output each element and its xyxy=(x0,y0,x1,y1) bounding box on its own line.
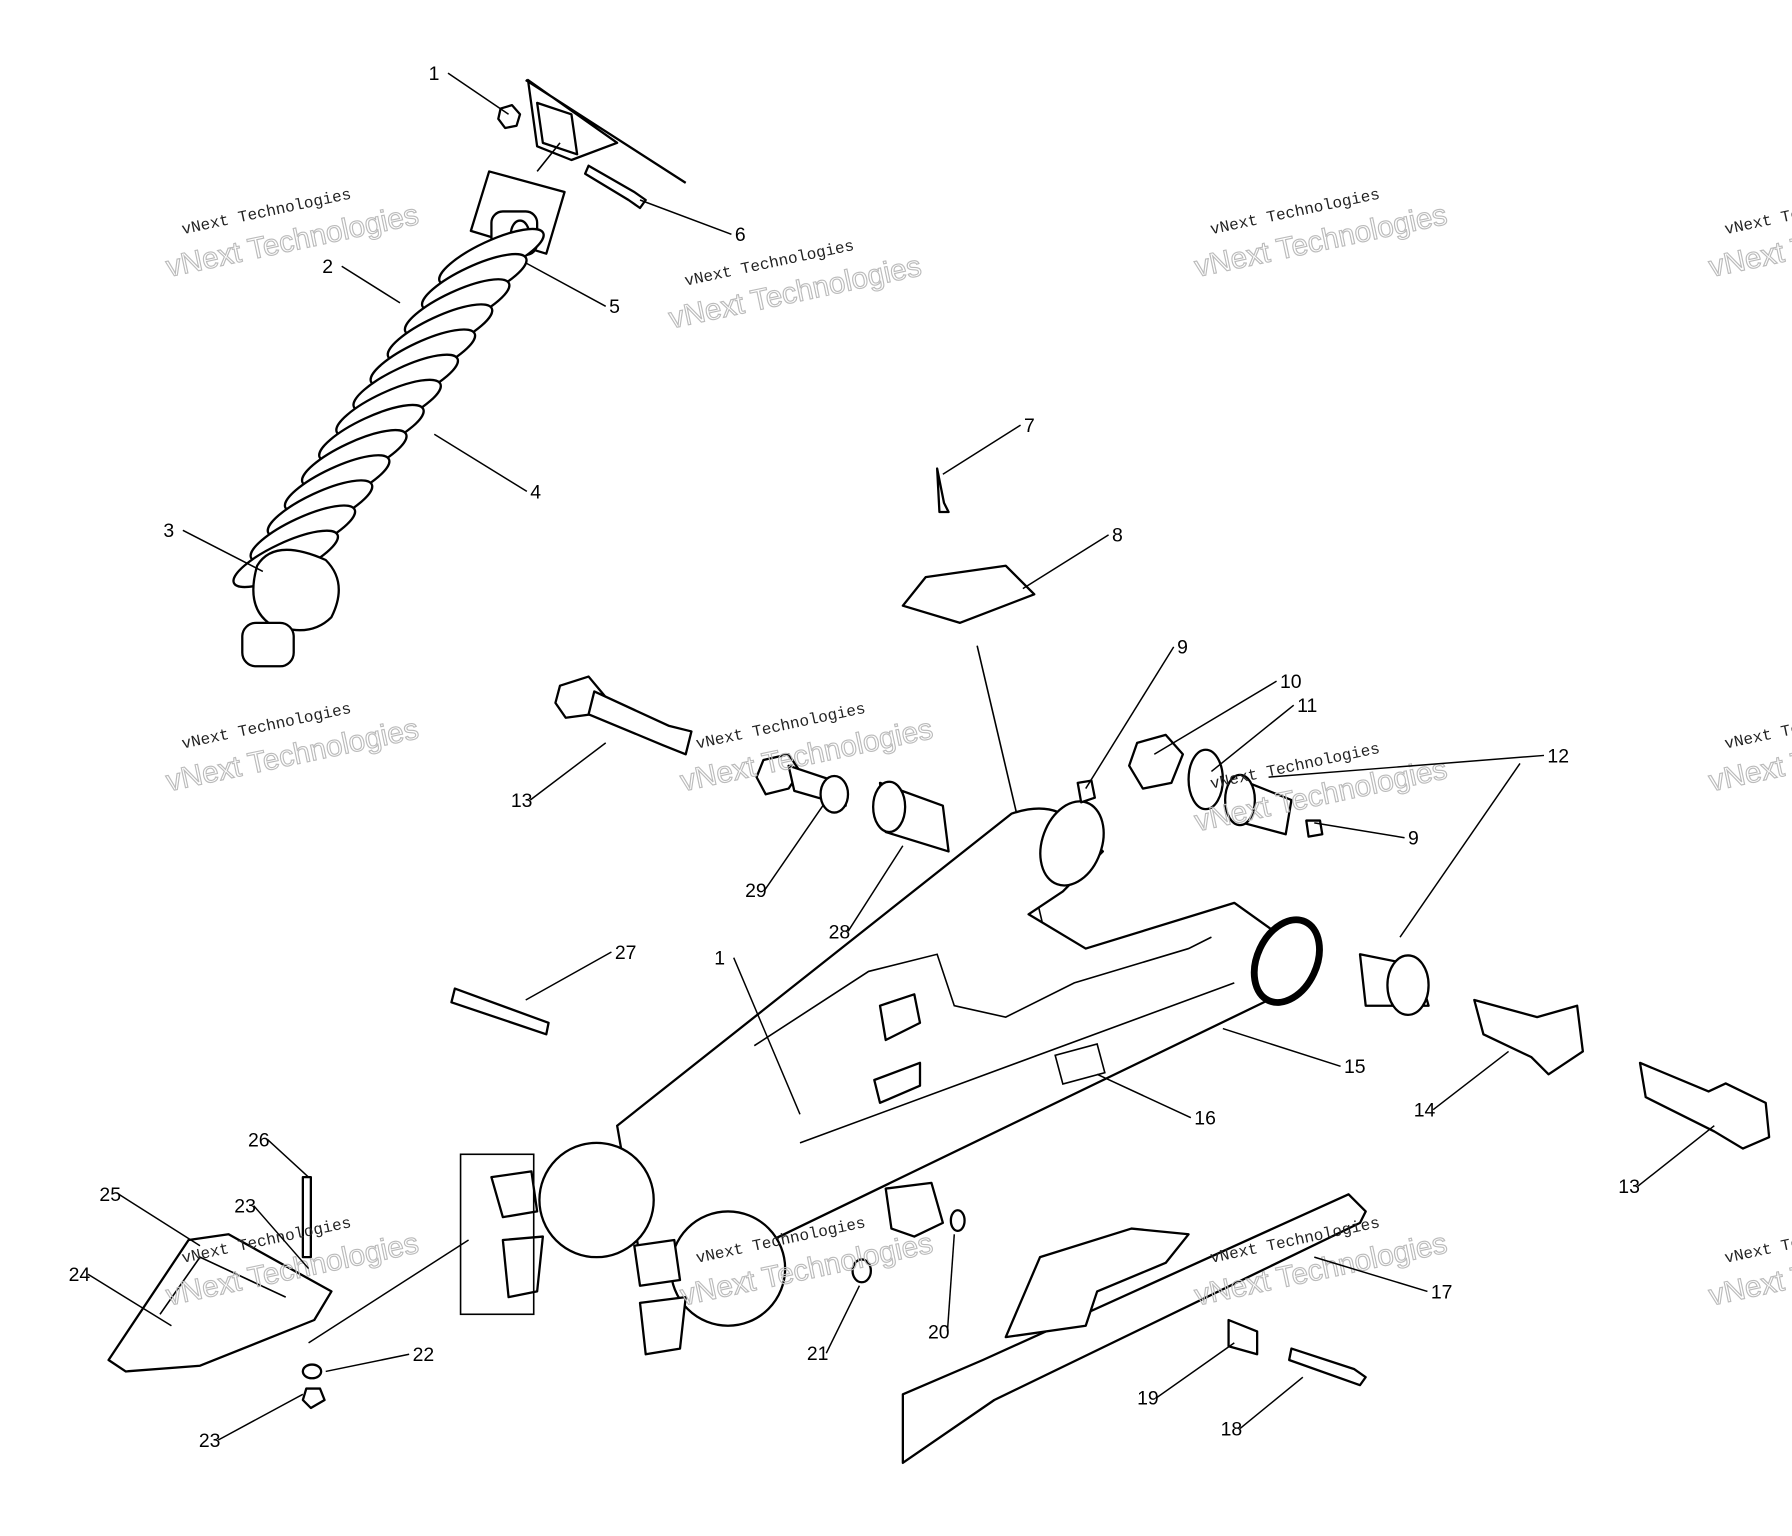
callout-24: 24 xyxy=(69,1264,91,1286)
callout-4: 4 xyxy=(530,481,541,503)
leader-line xyxy=(1637,1125,1715,1187)
leader-line xyxy=(825,1285,861,1354)
lower-hardware xyxy=(107,1176,1367,1464)
callout-3: 3 xyxy=(163,520,174,542)
callout-13: 13 xyxy=(1618,1176,1640,1198)
leader-line xyxy=(182,529,264,573)
callout-1: 1 xyxy=(429,63,440,85)
callout-25: 25 xyxy=(99,1184,121,1206)
leader-line xyxy=(1153,680,1277,755)
leader-line xyxy=(847,845,904,932)
svg-text:vNext Technologies: vNext Technologies xyxy=(1723,1214,1792,1268)
leader-line xyxy=(946,1234,956,1332)
callout-28: 28 xyxy=(829,921,851,943)
callout-26: 26 xyxy=(248,1129,270,1151)
leader-line xyxy=(253,1205,310,1270)
callout-15: 15 xyxy=(1344,1056,1366,1078)
callout-23: 23 xyxy=(234,1196,256,1218)
leader-line xyxy=(1268,754,1545,778)
leader-line xyxy=(447,72,509,115)
svg-text:vNext Technologies: vNext Technologies xyxy=(1723,700,1792,754)
leader-line xyxy=(87,1273,172,1327)
leader-line xyxy=(341,265,401,304)
leader-line xyxy=(1314,1256,1428,1293)
leader-line xyxy=(529,742,607,801)
leader-line xyxy=(763,805,824,891)
leader-line xyxy=(1432,1050,1510,1111)
leader-line xyxy=(433,433,528,493)
callout-2: 2 xyxy=(322,256,333,278)
callout-10: 10 xyxy=(1280,671,1302,693)
leader-line xyxy=(733,957,801,1115)
leader-line xyxy=(325,1353,410,1373)
callout-19: 19 xyxy=(1137,1388,1159,1410)
callout-27: 27 xyxy=(615,942,637,964)
callout-18: 18 xyxy=(1221,1418,1243,1440)
callout-12: 12 xyxy=(1547,745,1569,767)
callout-7: 7 xyxy=(1024,415,1035,437)
callout-6: 6 xyxy=(735,224,746,246)
leader-line xyxy=(1096,1073,1192,1119)
leader-line xyxy=(1022,534,1109,590)
leader-line xyxy=(217,1393,304,1441)
callout-29: 29 xyxy=(745,880,767,902)
leader-line xyxy=(525,951,612,1001)
svg-text:vNext Technologies: vNext Technologies xyxy=(1723,186,1792,240)
callout-17: 17 xyxy=(1431,1281,1453,1303)
leader-line xyxy=(1210,704,1295,773)
callout-8: 8 xyxy=(1112,525,1123,547)
leader-lines xyxy=(87,72,1715,1441)
leader-line xyxy=(1085,646,1175,789)
leader-line xyxy=(1314,822,1405,839)
callout-16: 16 xyxy=(1194,1108,1216,1130)
leader-line xyxy=(1222,1027,1341,1067)
leader-line xyxy=(1156,1342,1235,1399)
leader-line xyxy=(639,199,732,235)
callout-5: 5 xyxy=(609,296,620,318)
leader-line xyxy=(942,424,1021,475)
pivot-hardware xyxy=(450,675,1771,1150)
leader-line xyxy=(266,1138,310,1178)
callout-20: 20 xyxy=(928,1321,950,1343)
leader-line xyxy=(525,262,607,307)
leader-line xyxy=(1399,763,1521,938)
callout-9: 9 xyxy=(1177,637,1188,659)
callout-21: 21 xyxy=(807,1343,829,1365)
callout-1: 1 xyxy=(714,948,725,970)
shock-absorber xyxy=(232,210,545,668)
swing-arm xyxy=(459,800,1323,1356)
callout-14: 14 xyxy=(1414,1100,1436,1122)
callout-11: 11 xyxy=(1297,695,1317,717)
callout-23: 23 xyxy=(199,1430,221,1452)
leader-line xyxy=(118,1193,201,1247)
leader-line xyxy=(1239,1376,1304,1430)
callout-22: 22 xyxy=(413,1344,435,1366)
callout-9: 9 xyxy=(1408,828,1419,850)
callout-13: 13 xyxy=(511,790,533,812)
